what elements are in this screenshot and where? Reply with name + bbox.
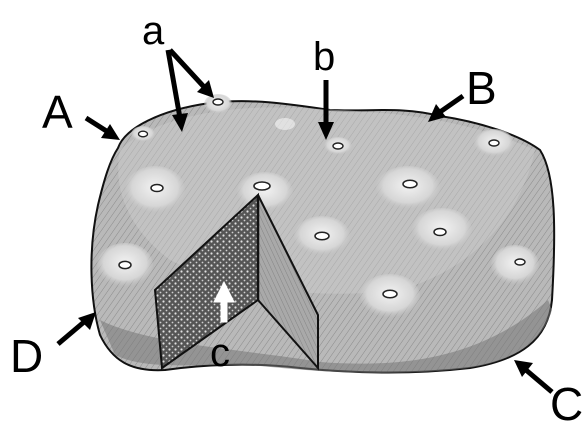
label-D: D [10, 330, 43, 382]
label-C: C [550, 378, 583, 423]
label-b: b [313, 35, 335, 79]
label-A: A [42, 86, 73, 138]
label-a: a [142, 9, 165, 53]
label-B: B [466, 62, 497, 114]
label-c: c [210, 331, 230, 375]
